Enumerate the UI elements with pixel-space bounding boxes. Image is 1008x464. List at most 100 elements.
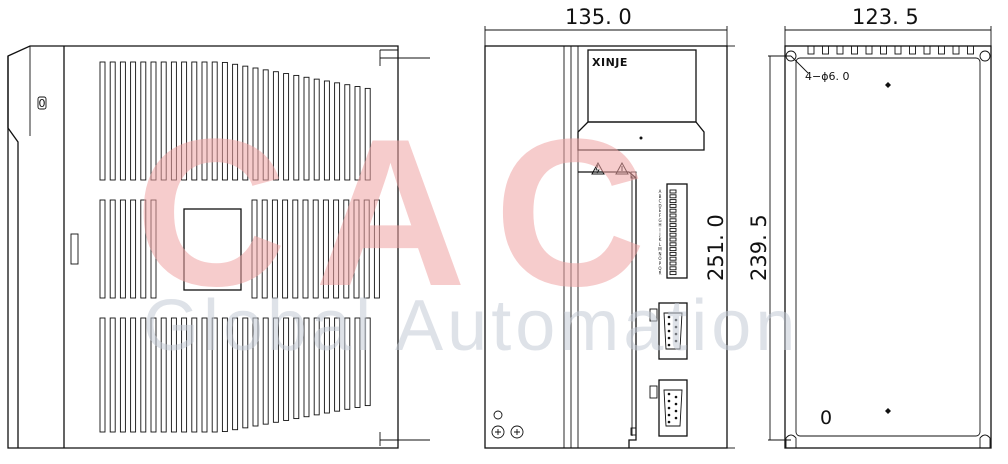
vent-notch (909, 45, 916, 55)
terminal-pins (669, 189, 677, 276)
dim-back-width-label: 123. 5 (852, 5, 919, 29)
communication-connectors (649, 302, 688, 437)
vent-slot (170, 317, 177, 433)
vent-slot (272, 71, 279, 181)
vent-slot (140, 61, 147, 181)
back-plate-marking: 0 (820, 407, 832, 429)
terminal-pin (669, 194, 677, 199)
vent-slot (292, 199, 299, 299)
vent-slot (313, 78, 320, 181)
terminal-pin-label: P (659, 261, 662, 266)
vent-slot (373, 199, 380, 299)
front-view-keypad (577, 121, 705, 151)
terminal-pin-label: O (658, 256, 661, 261)
side-view-handle (70, 233, 79, 265)
vent-slot (160, 317, 167, 433)
vent-slot (99, 61, 106, 181)
terminal-pin-label: A (659, 189, 662, 194)
vent-slot (363, 199, 370, 299)
vent-slot (242, 317, 249, 429)
screw-icon (510, 425, 524, 439)
vent-slot (252, 317, 259, 427)
vent-slot (181, 61, 188, 181)
vent-slot (354, 317, 361, 408)
vent-slot (242, 65, 249, 181)
terminal-pin (669, 208, 677, 213)
side-view-vent-groups (99, 61, 380, 433)
vent-slot (109, 199, 116, 299)
terminal-pin-label: N (659, 251, 662, 256)
vent-slot (364, 87, 371, 181)
watermark-company: Global Automation (143, 286, 799, 366)
vent-slot (130, 317, 137, 433)
vent-slot (160, 61, 167, 181)
vent-slot (272, 317, 279, 423)
side-view-label-window (183, 208, 242, 291)
terminal-pin-label: M (658, 247, 662, 252)
terminal-pin-label: J (658, 232, 660, 237)
ground-screws (491, 410, 524, 439)
vent-slot (119, 61, 126, 181)
vent-slot (293, 317, 300, 420)
vent-notch (851, 45, 858, 55)
vent-slot (344, 84, 351, 181)
side-view-bottom-tab (379, 432, 430, 446)
vent-slot (252, 67, 259, 181)
terminal-pin (669, 199, 677, 204)
mounting-slot (979, 434, 991, 448)
vent-slot (303, 76, 310, 181)
terminal-pin-label: R (659, 271, 662, 276)
vent-slot (323, 80, 330, 181)
terminal-pin-label: L (659, 242, 662, 247)
vent-notch (952, 45, 960, 55)
vent-slot (334, 82, 341, 181)
hole-leader (790, 55, 809, 74)
vent-slot (211, 317, 218, 433)
back-view: 123. 5 4−ϕ6. 0 0 239. 5 (747, 5, 992, 449)
side-view-bezel (7, 56, 19, 448)
dim-width-label: 135. 0 (565, 5, 632, 29)
vent-slot (99, 317, 106, 433)
front-view-lower-panel (578, 171, 637, 448)
vent-slot (221, 61, 228, 181)
terminal-pin (669, 261, 677, 266)
locator-mark (885, 82, 891, 88)
vent-notch (938, 45, 945, 55)
mounting-hole (979, 50, 991, 62)
side-view: 0 (7, 45, 430, 449)
vent-slot (201, 61, 208, 181)
terminal-pin (669, 271, 677, 276)
terminal-pin (669, 237, 677, 242)
vent-notch (807, 45, 815, 55)
terminal-pin (669, 251, 677, 256)
vent-slot (140, 199, 147, 299)
vent-slot (130, 199, 137, 299)
vent-slot (323, 317, 330, 414)
terminal-pin (669, 247, 677, 252)
vent-slot (130, 61, 137, 181)
db9-connector (649, 302, 688, 360)
vent-slot (109, 317, 116, 433)
vent-slot (282, 199, 289, 299)
side-view-top-tab (379, 49, 430, 66)
vent-slot (312, 199, 319, 299)
vent-slot (322, 199, 329, 299)
vent-slot (191, 317, 198, 433)
vent-notch (880, 45, 887, 55)
terminal-pin-label: C (659, 199, 662, 204)
vent-slot (150, 199, 157, 299)
vent-slot (344, 317, 351, 410)
vent-slot (232, 317, 239, 431)
side-view-outline (7, 45, 399, 449)
vent-slot (221, 317, 228, 433)
terminal-pin (669, 218, 677, 223)
terminal-pin (669, 203, 677, 208)
vent-slot (343, 199, 350, 299)
terminal-pin-label: E (659, 208, 662, 213)
screw-slots (495, 429, 520, 435)
vent-slot (271, 199, 278, 299)
panel-latch-bottom (630, 427, 637, 436)
vent-slot (181, 317, 188, 433)
vent-slot (119, 317, 126, 433)
